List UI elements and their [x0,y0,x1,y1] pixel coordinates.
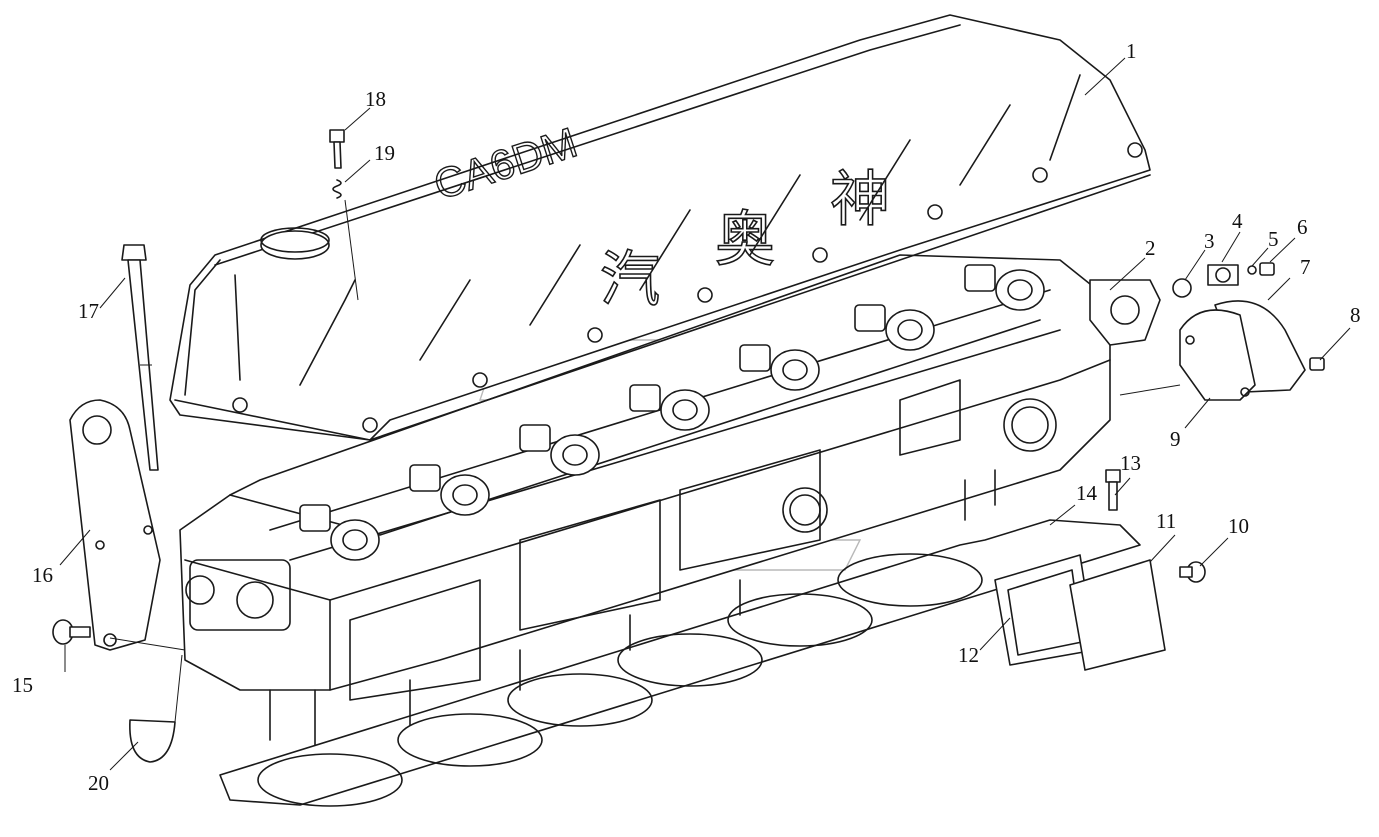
bolt-8 [1309,357,1325,371]
callout-12: 12 [958,643,979,667]
head-gasket [219,519,1141,807]
cover-text-cn-1: 汽 [600,245,660,315]
callout-13: 13 [1120,451,1141,475]
callout-19: 19 [374,141,395,165]
callout-18: 18 [365,87,386,111]
callout-11: 11 [1156,509,1176,533]
callout-17: 17 [78,299,99,323]
bolt-15 [52,619,91,645]
bolt-13 [1105,469,1121,511]
cover-text-cn-3: 神 [830,165,890,235]
leader-lines [59,57,1351,771]
spring-19 [332,179,359,301]
thermostat-housing [1089,279,1161,346]
valve-cover: 汽 奥 神 CA6DM [169,14,1151,441]
callout-20: 20 [88,771,109,795]
lifting-bracket [69,399,161,651]
callout-2: 2 [1145,236,1156,260]
half-moon-plug [129,719,176,763]
callout-6: 6 [1297,215,1308,239]
rocker-assembly [269,264,1061,561]
bolt-18 [329,129,345,169]
callout-5: 5 [1268,227,1279,251]
callout-1: 1 [1126,39,1137,63]
long-bolt [121,244,159,471]
callout-4: 4 [1232,209,1243,233]
gasket-9 [1179,309,1256,401]
callout-16: 16 [32,563,53,587]
washer-5 [1247,265,1257,275]
callout-3: 3 [1204,229,1215,253]
bolt-6 [1259,262,1275,276]
callout-15: 15 [12,673,33,697]
cover-plate-11 [1069,559,1166,671]
bolt-10 [1179,561,1206,583]
callout-14: 14 [1076,481,1098,505]
o-ring-3 [1172,278,1192,298]
callout-9: 9 [1170,427,1181,451]
callout-8: 8 [1350,303,1361,327]
callout-labels: 1 2 3 4 5 6 7 8 9 10 11 12 13 14 15 16 1… [12,39,1361,795]
head-studs [269,469,996,746]
cover-bolts [232,142,1143,433]
cylinder-head [179,254,1111,701]
cover-text-cn-2: 奥 [715,205,775,275]
plug-4 [1207,264,1239,286]
callout-10: 10 [1228,514,1249,538]
callout-7: 7 [1300,255,1311,279]
